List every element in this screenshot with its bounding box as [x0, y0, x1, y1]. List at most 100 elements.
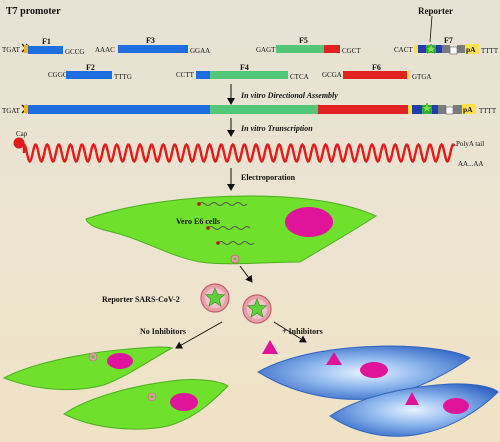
rna-wave [22, 141, 456, 163]
assembled-yellow-segment [408, 105, 412, 114]
f7-bar-grey [442, 45, 450, 53]
rna-copy-2-cap [206, 226, 210, 230]
rna-copy-1 [198, 202, 248, 206]
assembled-reporter-star-icon [420, 102, 434, 114]
f6-right-overhang: GTGA [412, 73, 431, 81]
polya-tail-label: PolyA tail [456, 140, 484, 148]
f6-label: F6 [372, 63, 381, 72]
protected-cell-bottom-inhibitor-icon [405, 392, 419, 405]
vero-cell-nucleus [285, 207, 333, 237]
assembled-left-overhang: TGAT [2, 107, 21, 115]
fragment-f6: GCGA F6 GTGA [322, 63, 431, 81]
assembled-blue-segment [28, 105, 210, 114]
assembly-step-label: In vitro Directional Assembly [240, 91, 338, 100]
t7-promoter-label: T7 promoter [6, 6, 61, 17]
f2-bar [66, 71, 112, 79]
inhibitor-arrow [273, 321, 307, 343]
f1-label: F1 [42, 37, 51, 46]
assembled-green-segment [210, 105, 318, 114]
protected-cell-bottom-body [329, 383, 499, 437]
infected-cell-top-nucleus [107, 353, 133, 369]
assembled-navy-segment-2 [432, 105, 438, 114]
f1-left-overhang: TGAT [2, 46, 21, 54]
budding-virion-star-icon [232, 256, 238, 262]
f7-bar-yellow [414, 45, 418, 53]
f3-bar [118, 45, 188, 53]
protected-cell-top-inhibitor-icon [326, 352, 342, 365]
f4-left-overhang: CCTT [176, 71, 195, 79]
cap-label: Cap [16, 130, 28, 138]
f4-bar-blue [196, 71, 210, 79]
cap-circle [13, 137, 25, 149]
inhibitors-label: + Inhibitors [282, 327, 323, 336]
vero-cell-label: Vero E6 cells [176, 217, 220, 226]
f6-bar-yellow [407, 71, 410, 79]
protected-cell-top [257, 345, 471, 400]
f5-label: F5 [299, 36, 308, 45]
assembled-grey-segment-2 [453, 105, 462, 114]
vero-cell-large: Vero E6 cells [85, 195, 378, 265]
f6-bar-red [343, 71, 407, 79]
f7-polya-badge-bg [465, 44, 479, 54]
reporter-pointer [429, 15, 433, 43]
f7-polya-badge: pA [466, 45, 476, 54]
rna-transcript: Cap PolyA tail AA...AA [13, 130, 484, 168]
infected-cell-top [2, 346, 174, 391]
f5-left-overhang: GAGT [256, 46, 276, 54]
rna-copy-3-cap [216, 241, 220, 245]
assembled-right-overhang: TTTT [479, 107, 497, 115]
protected-cell-bottom-nucleus [443, 398, 469, 414]
rna-copy-3 [217, 241, 255, 245]
infected-cell-top-star-icon [90, 354, 96, 359]
reporter-star-icon [424, 43, 438, 54]
f7-left-overhang: CACT [394, 46, 413, 54]
reporter-virions: Reporter SARS-CoV-2 [102, 283, 272, 324]
fragment-f7: Reporter CACT F7 pA TTTT [394, 6, 499, 55]
transcription-step-label: In vitro Transcription [240, 124, 313, 133]
infected-cell-bottom [63, 379, 229, 430]
no-inhibitor-arrow [175, 321, 223, 349]
fragment-f3: AAAC F3 GGAA [95, 36, 210, 55]
assembled-genome: TGAT pA TTTT [2, 102, 497, 115]
virus-release-arrow [239, 265, 253, 283]
f5-bar-red [324, 45, 340, 53]
virion-left [200, 283, 230, 313]
virion-right [242, 294, 272, 324]
virion-left-star-icon [204, 287, 226, 307]
rna-copy-2 [207, 226, 251, 230]
f5-right-overhang: CGCT [342, 47, 361, 55]
f7-bar-white [449, 46, 458, 55]
assembled-polya-badge-bg [462, 104, 476, 114]
reporter-label: Reporter [418, 6, 453, 16]
fragment-f1: F1 GCCG [28, 37, 84, 56]
protected-cell-top-nucleus [360, 362, 388, 378]
no-inhibitors-label: No Inhibitors [140, 327, 186, 336]
assembled-navy-segment [412, 105, 422, 114]
infected-cell-bottom-nucleus [170, 393, 198, 411]
fragment-f2: CGGC F2 TTTG [48, 63, 132, 81]
fragment-f4: CCTT F4 CTCA [176, 63, 309, 81]
f5-bar-green [276, 45, 324, 53]
polya-sequence: AA...AA [458, 160, 483, 168]
electroporation-step-label: Electroporation [241, 173, 296, 182]
f3-left-overhang: AAAC [95, 46, 115, 54]
f2-label: F2 [86, 63, 95, 72]
f7-right-overhang: TTTT [481, 47, 499, 55]
f3-label: F3 [146, 36, 155, 45]
rna-copy-1-cap [197, 202, 201, 206]
infected-cell-bottom-body [63, 379, 229, 430]
protected-cell-bottom [329, 383, 499, 437]
inhibitor-triangle-icon [262, 340, 278, 354]
f4-bar-green [210, 71, 288, 79]
assembled-promoter-block [24, 105, 28, 113]
assembled-grey-segment [438, 105, 446, 114]
f4-right-overhang: CTCA [290, 73, 309, 81]
assembled-polya-badge: pA [463, 105, 473, 114]
reporter-virus-label: Reporter SARS-CoV-2 [102, 295, 180, 304]
assembled-white-segment [445, 106, 454, 115]
f1-right-overhang: GCCG [65, 48, 84, 56]
virion-right-star-icon [246, 298, 268, 318]
promoter-block [24, 45, 28, 53]
f7-label: F7 [444, 36, 453, 45]
